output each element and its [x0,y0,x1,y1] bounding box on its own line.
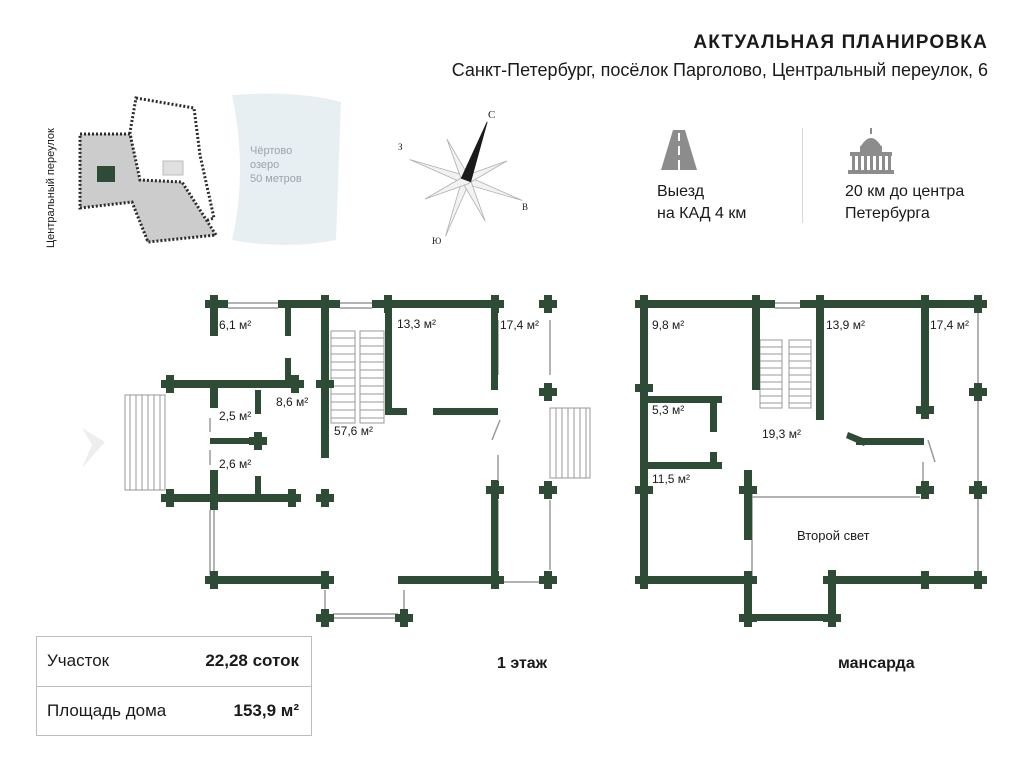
log-end [288,489,296,507]
lake-shape [232,93,341,245]
log-end [828,571,836,589]
log-end [640,379,648,397]
room-area-8-6: 8,6 м² [276,395,308,409]
outbuilding-marker [162,160,184,176]
log-end [491,481,499,499]
room-area-2-5: 2,5 м² [219,409,251,423]
second-light-label: Второй свет [797,528,870,543]
kad-distance-text: Выезд на КАД 4 км [657,183,747,222]
address-text: Санкт-Петербург, посёлок Парголово, Цент… [451,60,988,80]
room-area-17-4-f1: 17,4 м² [500,318,539,332]
plot-outline [78,132,219,244]
cathedral-icon [848,128,894,174]
log-end [974,383,982,401]
log-end [321,489,329,507]
log-end [291,375,299,393]
log-end [166,375,174,393]
room-area-11-5: 11,5 м² [652,472,690,486]
log-end [544,481,552,499]
compass-south: Ю [432,236,441,246]
log-end [828,609,836,627]
road-icon [661,130,697,170]
log-end [744,609,752,627]
log-end [640,295,648,313]
house-marker [97,166,115,182]
log-end [210,571,218,589]
stats-panel: Участок 22,28 соток Площадь дома 153,9 м… [36,636,312,736]
site-map: Центральный переулок Чёртово озеро 50 ме… [45,93,341,248]
compass-west: З [398,142,403,152]
street-label: Центральный переулок [45,128,57,248]
page-title: АКТУАЛЬНАЯ ПЛАНИРОВКА [693,32,988,53]
center-distance-text: 20 км до центра Петербурга [845,183,965,222]
log-end [544,571,552,589]
lake-label-line1: Чёртово [250,145,292,157]
room-area-57-6: 57,6 м² [334,424,373,438]
room-area-9-8: 9,8 м² [652,318,684,332]
log-end [321,375,329,393]
floor1-label: 1 этаж [497,655,548,672]
log-end [210,295,218,313]
log-end [400,609,408,627]
plot-label: Участок [47,651,110,670]
log-end [921,295,929,313]
log-end [640,481,648,499]
log-end [974,571,982,589]
room-area-19-3: 19,3 м² [762,427,801,441]
lake-label-line2: озеро [250,159,279,171]
log-end [640,571,648,589]
log-end [384,295,392,313]
log-end [321,295,329,313]
log-end [921,571,929,589]
floor-plans: 6,1 м² 8,6 м² 13,3 м² 17,4 м² 2,5 м² 57,… [82,295,987,627]
log-end [166,489,174,507]
stat-row-plot: Участок 22,28 соток [37,637,311,685]
room-area-13-3: 13,3 м² [397,317,436,331]
log-end [921,401,929,419]
log-end [491,295,499,313]
room-area-17-4-f2: 17,4 м² [930,318,969,332]
room-area-6-1: 6,1 м² [219,318,251,332]
lake-label-line3: 50 метров [250,173,302,185]
log-end [752,295,760,313]
log-end [254,432,262,450]
log-end [321,571,329,589]
compass-north: С [488,109,495,121]
room-area-2-6: 2,6 м² [219,457,251,471]
room-area-5-3: 5,3 м² [652,403,684,417]
log-end [321,609,329,627]
log-end [210,489,218,507]
stat-row-house: Площадь дома 153,9 м² [37,686,311,735]
entrance-arrow [82,428,105,468]
log-end [974,295,982,313]
log-end [744,571,752,589]
log-end [816,295,824,313]
log-end [921,481,929,499]
floor2-label: мансарда [838,655,915,672]
house-area-label: Площадь дома [47,701,167,720]
room-area-13-9: 13,9 м² [826,318,865,332]
log-end [544,295,552,313]
info-divider [802,128,803,223]
log-end [974,481,982,499]
plot-value: 22,28 соток [205,651,299,670]
compass-rose: С З В Ю [398,109,528,246]
log-end [544,383,552,401]
log-end [744,481,752,499]
north-needle [460,121,488,183]
house-area-value: 153,9 м² [233,701,299,720]
log-end [491,571,499,589]
compass-east: В [522,202,528,212]
